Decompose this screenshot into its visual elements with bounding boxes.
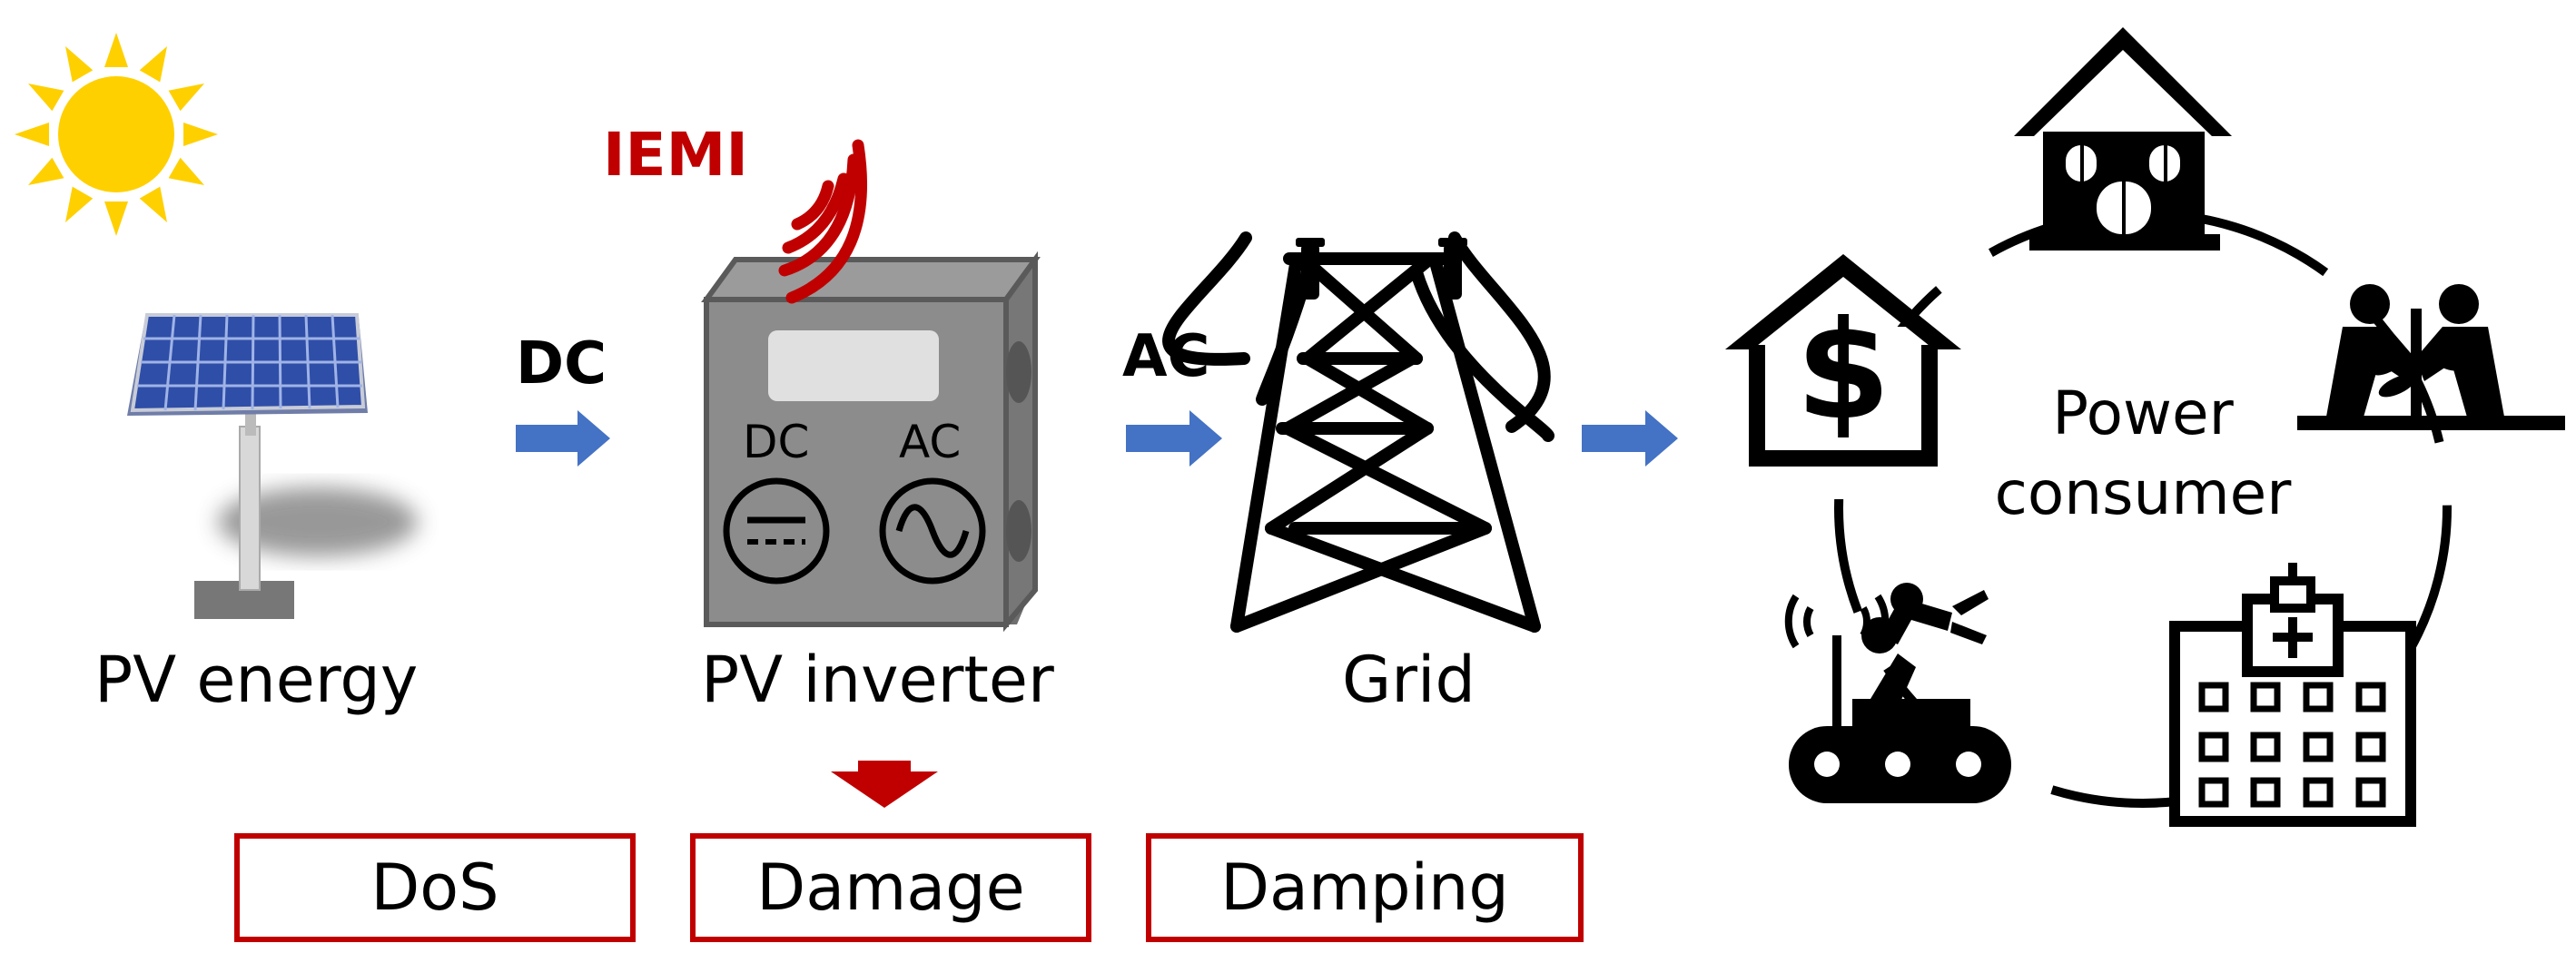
effect-damage-box: Damage (690, 833, 1091, 942)
grid-consumer-arrow (1582, 410, 1678, 467)
robot-icon (1784, 583, 2011, 803)
dollar-sign: $ (1796, 292, 1890, 450)
ac-flow-arrow (1126, 410, 1222, 467)
grid-label: Grid (1342, 643, 1476, 717)
power-consumer-label: Power consumer (1961, 374, 2324, 534)
antenna-waves-icon (778, 139, 867, 304)
dc-flow-label: DC (516, 330, 607, 398)
effect-arrow (831, 761, 938, 808)
farming-icon (2297, 284, 2565, 430)
dc-flow-arrow (516, 410, 610, 467)
solar-panel-icon (127, 313, 418, 619)
effect-dos-box: DoS (234, 833, 636, 942)
ac-flow-label: AC (1122, 323, 1210, 390)
inverter-dc-label: DC (743, 416, 810, 468)
inverter-ac-label: AC (899, 416, 962, 468)
power-consumer-line1: Power (2052, 378, 2234, 448)
house-dollar-icon: $ (1725, 254, 1961, 499)
hospital-icon (2169, 563, 2416, 827)
insulator-icon (1296, 238, 1467, 300)
pv-inverter-label: PV inverter (701, 643, 1054, 717)
pv-energy-label: PV energy (94, 643, 419, 717)
consumer-circle (1834, 209, 2452, 808)
house-icon (2014, 27, 2232, 251)
sun-icon (15, 33, 218, 236)
transmission-tower-icon (1162, 231, 1554, 633)
effect-damping-box: Damping (1146, 833, 1584, 942)
iemi-label: IEMI (603, 120, 748, 190)
flow-arrows (516, 410, 1678, 467)
inverter-icon (701, 251, 1041, 633)
power-consumer-line2: consumer (1994, 458, 2292, 528)
